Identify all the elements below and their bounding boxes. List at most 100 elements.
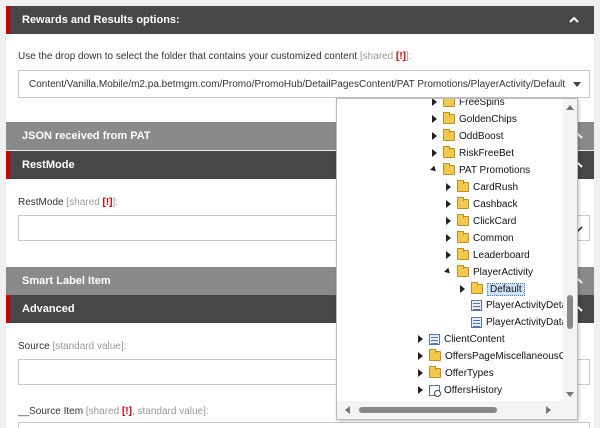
tree-item-label: PAT Promotions	[459, 164, 531, 176]
collapsed-arrow-icon[interactable]	[429, 148, 439, 158]
tree-item-label: ClickCard	[473, 215, 517, 227]
scroll-down-icon[interactable]	[566, 392, 574, 397]
collapsed-arrow-icon[interactable]	[443, 199, 453, 209]
document-icon	[429, 333, 440, 345]
tree-item[interactable]: OfferTypes	[415, 365, 494, 381]
scroll-thumb[interactable]	[567, 295, 573, 329]
restmode-label-text: RestMode	[18, 197, 64, 208]
source-item-label-text: __Source Item	[18, 406, 84, 417]
source-item-tag-2: , standard value]:	[131, 406, 209, 417]
collapsed-arrow-icon	[457, 317, 467, 327]
folder-icon	[457, 265, 469, 277]
tree-horizontal-scrollbar[interactable]	[337, 401, 577, 419]
source-label-text: Source	[18, 341, 50, 352]
tree-item[interactable]: Common	[443, 230, 514, 246]
folder-icon	[443, 146, 455, 158]
tree-item-label: Common	[473, 232, 514, 244]
tree-item-label: CardRush	[473, 181, 519, 193]
collapsed-arrow-icon[interactable]	[415, 368, 425, 378]
expanded-arrow-icon[interactable]	[429, 165, 439, 175]
collapsed-arrow-icon[interactable]	[443, 182, 453, 192]
hscroll-thumb[interactable]	[359, 407, 497, 413]
collapsed-arrow-icon[interactable]	[443, 216, 453, 226]
source-item-tag: [shared [!], standard value]:	[86, 406, 209, 417]
tree-item[interactable]: PAT Promotions	[429, 162, 530, 178]
restmode-section-title: RestMode	[22, 159, 75, 171]
folder-icon	[471, 282, 483, 294]
tree-item-label: OddBoost	[459, 130, 504, 142]
source-label: Source [standard value]:	[18, 341, 126, 352]
scroll-right-icon[interactable]	[546, 406, 551, 414]
collapsed-arrow-icon[interactable]	[429, 131, 439, 141]
tree-item[interactable]: FreeSpins	[429, 98, 505, 110]
instruction-text: Use the drop down to select the folder t…	[18, 51, 358, 62]
tree-item-label: OffersHistory	[444, 384, 503, 396]
tree-item-label: Cashback	[473, 198, 518, 210]
shared-tag: [shared [!]]:	[360, 51, 412, 62]
folder-icon	[457, 197, 469, 209]
tree-item-label: PlayerActivityDeta	[486, 299, 568, 311]
scroll-left-icon[interactable]	[345, 406, 350, 414]
tree-item-label: GoldenChips	[459, 113, 517, 125]
collapsed-arrow-icon[interactable]	[415, 334, 425, 344]
smart-label-section-title: Smart Label Item	[22, 275, 111, 287]
source-item-mark: [!]	[121, 406, 132, 417]
rewards-section-title: Rewards and Results options:	[22, 14, 180, 26]
tree-vertical-scrollbar[interactable]	[563, 99, 577, 403]
tree-item-label: PlayerActivityData	[486, 316, 568, 328]
expanded-arrow-icon[interactable]	[443, 267, 453, 277]
tree-item[interactable]: ClientContent	[415, 331, 505, 347]
tree-item[interactable]: CardRush	[443, 179, 518, 195]
tree-item-label: Default	[487, 282, 525, 296]
dropdown-arrow-icon[interactable]	[573, 82, 581, 87]
tree-item[interactable]: OddBoost	[429, 128, 503, 144]
folder-icon	[457, 180, 469, 192]
shared-close: ]:	[406, 51, 412, 62]
folder-icon	[443, 129, 455, 141]
source-item-label: __Source Item [shared [!], standard valu…	[18, 406, 209, 417]
tree-item[interactable]: PlayerActivityDeta	[457, 297, 567, 313]
rewards-section-header[interactable]: Rewards and Results options:	[6, 6, 594, 34]
collapsed-arrow-icon[interactable]	[457, 284, 467, 294]
tree-item-label: FreeSpins	[459, 98, 505, 108]
source-tag: [standard value]:	[52, 341, 127, 352]
folder-icon	[443, 163, 455, 175]
source-item-tag-1: [shared	[85, 406, 122, 417]
rewards-instruction: Use the drop down to select the folder t…	[18, 51, 412, 62]
collapsed-arrow-icon	[457, 300, 467, 310]
collapsed-arrow-icon[interactable]	[429, 114, 439, 124]
tree-item[interactable]: Cashback	[443, 196, 517, 212]
tree-item[interactable]: PlayerActivityData	[457, 314, 567, 330]
collapsed-arrow-icon[interactable]	[415, 351, 425, 361]
restmode-shared-text: [shared	[66, 197, 103, 208]
tree-item[interactable]: OffersHistory	[415, 382, 502, 398]
folder-icon	[429, 349, 441, 361]
tree-item[interactable]: ClickCard	[443, 213, 516, 229]
tree-item[interactable]: Leaderboard	[443, 247, 530, 263]
collapsed-arrow-icon[interactable]	[443, 250, 453, 260]
document-icon	[471, 299, 482, 311]
collapsed-arrow-icon[interactable]	[429, 99, 439, 107]
chevron-up-icon[interactable]	[568, 14, 580, 26]
tree-item-label: Leaderboard	[473, 249, 530, 261]
folder-icon	[443, 112, 455, 124]
tree-item-label: PlayerActivity	[473, 266, 534, 278]
tree-item[interactable]: RiskFreeBet	[429, 145, 514, 161]
tree-item[interactable]: GoldenChips	[429, 111, 517, 127]
json-section-title: JSON received from PAT	[22, 130, 151, 142]
folder-icon	[457, 248, 469, 260]
history-icon	[429, 384, 441, 397]
tree-item[interactable]: Default	[457, 281, 525, 297]
restmode-shared-close: ]:	[112, 197, 119, 208]
scroll-up-icon[interactable]	[566, 105, 574, 110]
tree-item-label: RiskFreeBet	[459, 147, 515, 159]
content-folder-dropdown[interactable]: Content/Vanilla.Mobile/m2.pa.betmgm.com/…	[18, 70, 590, 98]
document-icon	[471, 316, 482, 328]
tree-item[interactable]: PlayerActivity	[443, 264, 533, 280]
tree-item[interactable]: OffersPageMiscellaneousCo	[415, 348, 572, 364]
collapsed-arrow-icon[interactable]	[415, 385, 425, 395]
source-item-input[interactable]	[18, 422, 590, 428]
collapsed-arrow-icon[interactable]	[443, 233, 453, 243]
restmode-shared-tag: [shared [!]]:	[66, 197, 118, 208]
